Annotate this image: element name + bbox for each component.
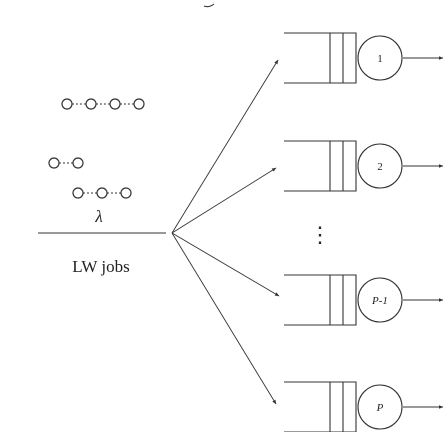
dispatch-arrow-1 (171, 59, 279, 234)
job-bead (120, 187, 132, 199)
server-queues: 1 2P-1P (284, 32, 444, 433)
server-circle (357, 384, 403, 430)
queue-buffer (284, 32, 357, 84)
top-curve-mark (203, 3, 215, 8)
server-circle (357, 35, 403, 81)
source-label: LW jobs (72, 257, 129, 276)
dispatch-arrow-3 (171, 232, 280, 297)
vertical-ellipsis: ⋮ (309, 222, 331, 247)
server-row-1: 1 (284, 32, 444, 84)
job-bead (72, 157, 84, 169)
dispatch-arrows (171, 59, 280, 405)
server-circle (357, 277, 403, 323)
job-bead (72, 187, 84, 199)
job-bead (61, 98, 73, 110)
job-streams (48, 98, 145, 199)
server-label: 2 (377, 161, 383, 173)
job-stream-3 (72, 187, 132, 199)
job-bead (48, 157, 60, 169)
server-circle (357, 143, 403, 189)
dispatch-arrow-2 (171, 167, 277, 234)
arrival-rate-label: λ (94, 207, 102, 226)
queue-buffer (284, 140, 357, 192)
job-bead (85, 98, 97, 110)
queue-buffer (284, 274, 357, 326)
server-label: 1 (377, 53, 383, 65)
server-row-2: 2 (284, 140, 444, 192)
queue-buffer (284, 381, 357, 433)
job-stream-2 (48, 157, 84, 169)
job-bead (96, 187, 108, 199)
job-bead (133, 98, 145, 110)
server-label: P-1 (371, 295, 388, 307)
job-bead (109, 98, 121, 110)
server-row-4: P (284, 381, 444, 433)
dispatch-arrow-4 (171, 232, 277, 405)
job-stream-1 (61, 98, 145, 110)
server-row-3: P-1 (284, 274, 444, 326)
server-label: P (376, 402, 384, 414)
